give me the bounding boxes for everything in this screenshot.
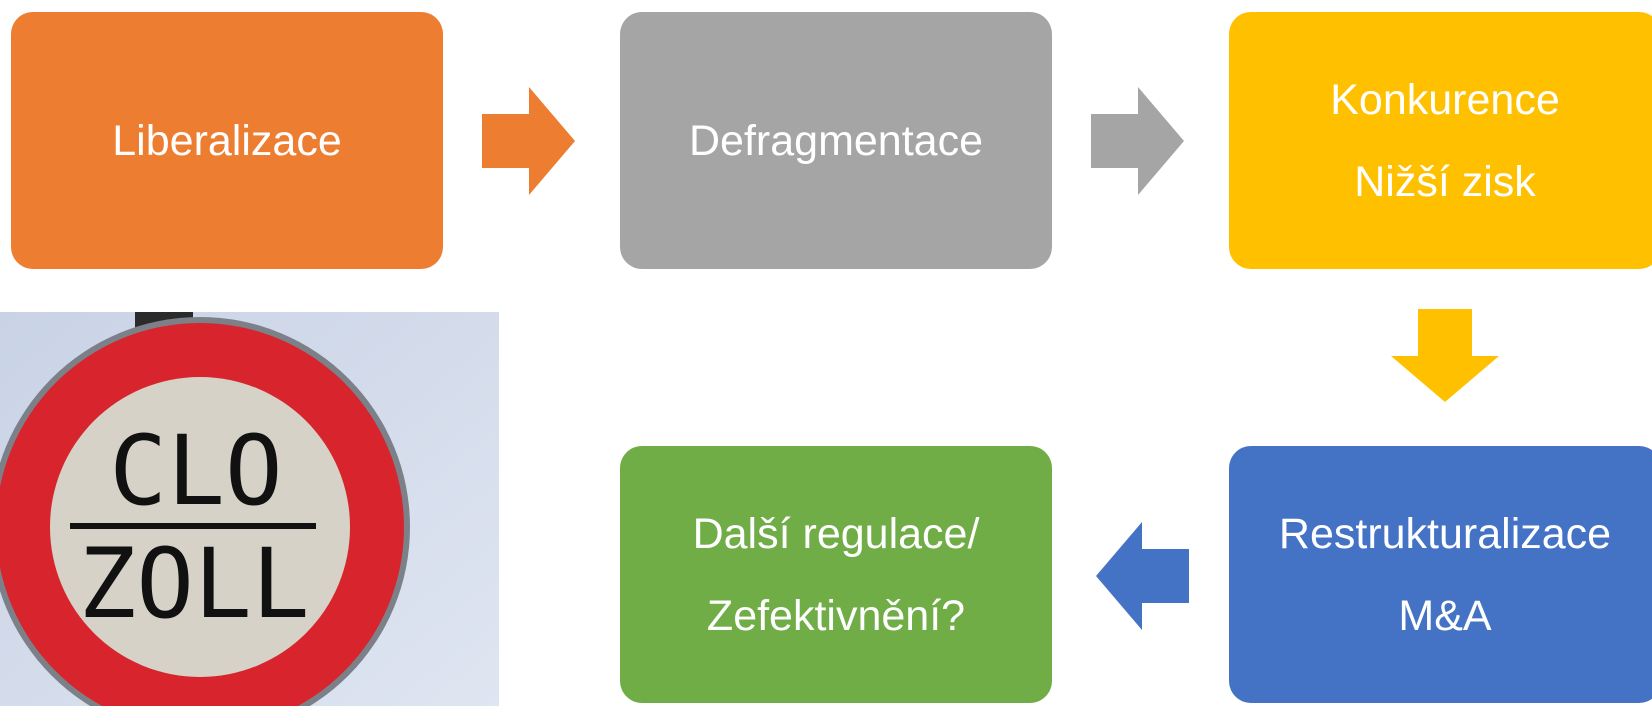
step-label: Defragmentace bbox=[689, 116, 983, 165]
customs-sign-image: CLO ZOLL bbox=[0, 312, 499, 706]
sign-text-bottom: ZOLL bbox=[78, 528, 309, 640]
step-label-line-1: Konkurence bbox=[1330, 75, 1560, 124]
step-label-line-1: Restrukturalizace bbox=[1278, 509, 1612, 558]
step-defragmentace: Defragmentace bbox=[620, 12, 1052, 269]
step-label-line-2: Nižší zisk bbox=[1354, 157, 1536, 206]
arrow-right-icon bbox=[482, 87, 575, 195]
step-label-line-2: Zefektivnění? bbox=[706, 591, 966, 640]
step-label-line-2: M&A bbox=[1398, 591, 1492, 640]
step-restrukturalizace: Restrukturalizace M&A bbox=[1229, 446, 1652, 703]
step-konkurence: Konkurence Nižší zisk bbox=[1229, 12, 1652, 269]
step-label-line-1: Další regulace/ bbox=[692, 509, 980, 558]
step-liberalizace: Liberalizace bbox=[11, 12, 443, 269]
step-dalsi-regulace: Další regulace/ Zefektivnění? bbox=[620, 446, 1052, 703]
step-label: Liberalizace bbox=[112, 116, 342, 165]
arrow-right-icon bbox=[1091, 87, 1184, 195]
arrow-down-icon bbox=[1391, 309, 1499, 402]
customs-sign-photo: CLO ZOLL bbox=[0, 312, 499, 706]
sign-text-top: CLO bbox=[109, 415, 282, 527]
arrow-left-icon bbox=[1096, 522, 1189, 630]
